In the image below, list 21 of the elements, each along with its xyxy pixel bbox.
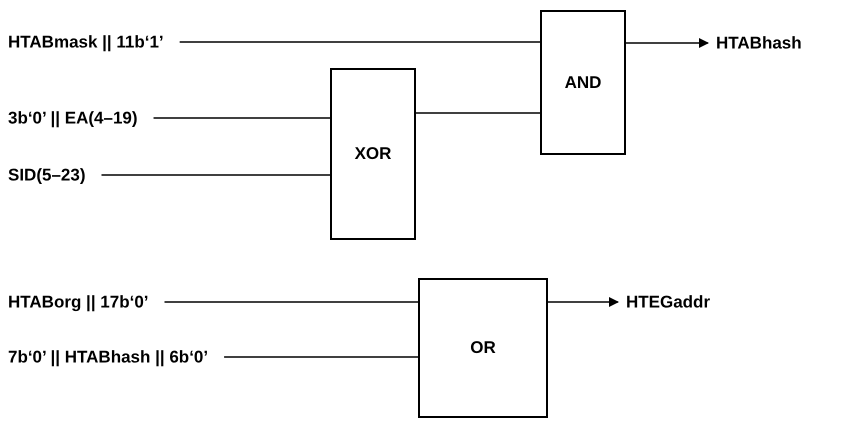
signal-label: 3b‘0’ || EA(4–19) — [8, 107, 138, 129]
signal-label: 7b‘0’ || HTABhash || 6b‘0’ — [8, 346, 208, 368]
connector-line — [416, 112, 540, 114]
gate-label: OR — [470, 337, 496, 360]
signal-label: HTABmask || 11b‘1’ — [8, 31, 164, 53]
gate-label: XOR — [354, 143, 392, 166]
connector-line — [224, 356, 418, 358]
signal-label: HTEGaddr — [626, 291, 710, 313]
signal-label: HTABorg || 17b‘0’ — [8, 291, 148, 313]
connector-line — [164, 301, 418, 303]
signal-label: HTABhash — [716, 32, 802, 54]
logic-gate-box — [540, 10, 626, 155]
logic-gate-box — [418, 278, 548, 418]
arrow — [626, 38, 709, 48]
connector-line — [101, 174, 330, 176]
gate-label: AND — [564, 72, 602, 94]
arrow — [548, 297, 619, 307]
connector-line — [154, 117, 330, 119]
connector-line — [180, 41, 540, 43]
signal-label: SID(5–23) — [8, 164, 86, 186]
logic-gate-box — [330, 68, 416, 240]
